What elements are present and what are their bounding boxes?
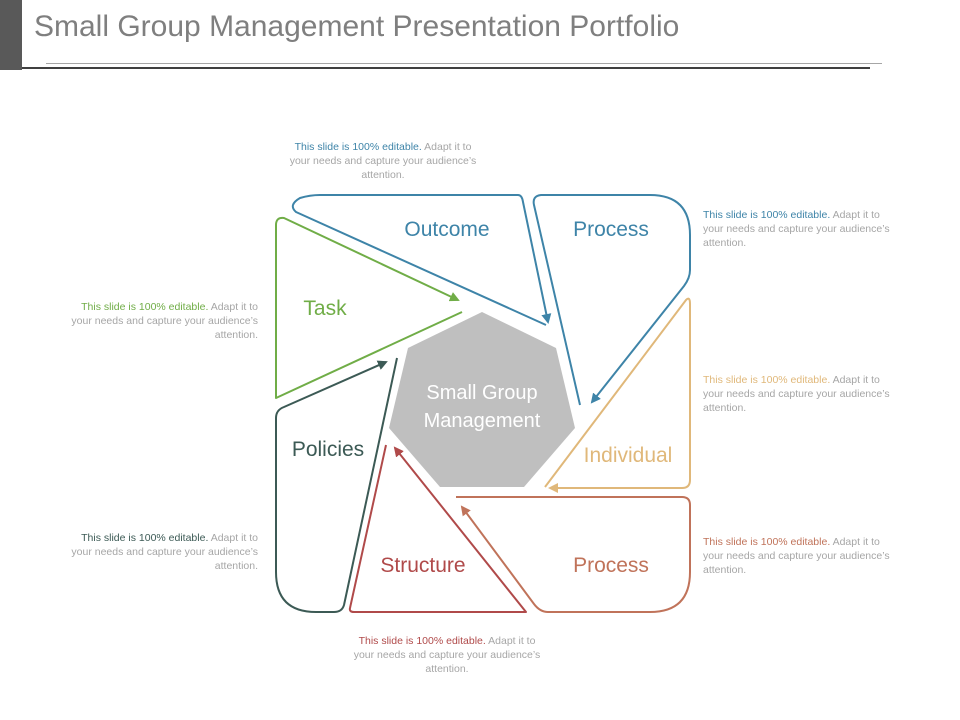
note-policies: This slide is 100% editable. Adapt it to… xyxy=(70,531,258,573)
label-task: Task xyxy=(303,297,347,320)
center-label-line2: Management xyxy=(424,410,541,432)
label-individual: Individual xyxy=(584,444,673,467)
note-process-bottom-strong: This slide is 100% editable. xyxy=(703,536,831,548)
note-outcome-rest: Adapt it to your needs and capture your … xyxy=(289,141,477,181)
label-structure: Structure xyxy=(380,554,465,577)
note-structure-rest: Adapt it to your needs and capture your … xyxy=(353,635,541,675)
outcome-segment xyxy=(291,194,552,326)
label-process-top: Process xyxy=(573,218,649,241)
note-process-top-strong: This slide is 100% editable. xyxy=(703,209,831,221)
note-outcome-strong: This slide is 100% editable. xyxy=(294,141,422,153)
note-task: This slide is 100% editable. Adapt it to… xyxy=(70,300,258,342)
note-policies-rest: Adapt it to your needs and capture your … xyxy=(71,532,258,572)
title-accent-bar xyxy=(0,0,22,70)
note-process-top-rest: Adapt it to your needs and capture your … xyxy=(703,209,890,249)
note-process-bottom: This slide is 100% editable. Adapt it to… xyxy=(703,535,891,577)
label-outcome: Outcome xyxy=(404,218,489,241)
note-individual: This slide is 100% editable. Adapt it to… xyxy=(703,373,891,415)
process-top-segment xyxy=(532,194,691,406)
task-segment xyxy=(275,216,463,399)
note-task-strong: This slide is 100% editable. xyxy=(81,301,209,313)
page-title: Small Group Management Presentation Port… xyxy=(34,10,680,43)
center-heptagon xyxy=(389,312,575,487)
note-task-rest: Adapt it to your needs and capture your … xyxy=(71,301,258,341)
note-outcome: This slide is 100% editable. Adapt it to… xyxy=(289,140,477,182)
center-label-line1: Small Group xyxy=(426,382,537,404)
note-structure: This slide is 100% editable. Adapt it to… xyxy=(353,634,541,676)
title-divider-thick xyxy=(22,67,870,69)
note-policies-strong: This slide is 100% editable. xyxy=(81,532,209,544)
structure-segment xyxy=(348,444,527,613)
title-divider-thin xyxy=(46,63,882,64)
process-bottom-segment xyxy=(456,496,691,613)
note-process-bottom-rest: Adapt it to your needs and capture your … xyxy=(703,536,890,576)
policies-segment xyxy=(275,357,398,613)
note-individual-rest: Adapt it to your needs and capture your … xyxy=(703,374,890,414)
individual-segment xyxy=(544,297,691,493)
label-policies: Policies xyxy=(292,438,364,461)
label-process-bottom: Process xyxy=(573,554,649,577)
note-individual-strong: This slide is 100% editable. xyxy=(703,374,831,386)
note-process-top: This slide is 100% editable. Adapt it to… xyxy=(703,208,891,250)
note-structure-strong: This slide is 100% editable. xyxy=(358,635,486,647)
